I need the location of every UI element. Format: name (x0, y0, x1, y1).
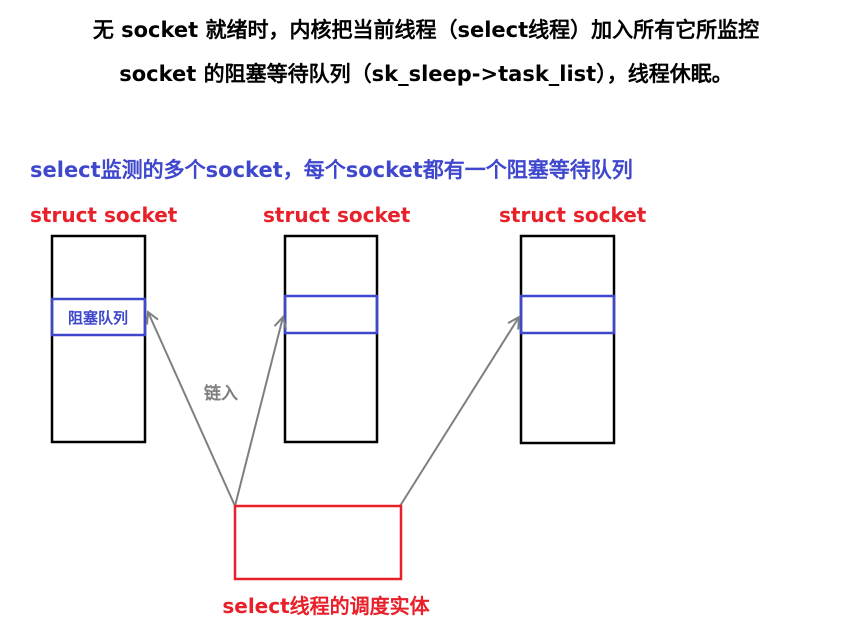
socket-3-label: struct socket (499, 203, 647, 227)
select-entity-label: select线程的调度实体 (222, 594, 430, 618)
arrow-to-socket-3 (399, 317, 519, 507)
socket-2-label: struct socket (263, 203, 411, 227)
socket-2: struct socket (263, 203, 411, 444)
link-label: 链入 (204, 383, 238, 404)
title-line-2: socket 的阻塞等待队列（sk_sleep->task_list），线程休眠… (119, 62, 732, 86)
arrow-to-socket-1 (148, 312, 236, 507)
socket-1-label: struct socket (30, 203, 178, 227)
socket-2-box (283, 234, 379, 444)
socket-1-queue-label: 阻塞队列 (68, 309, 128, 327)
socket-1: struct socket 阻塞队列 (30, 203, 178, 444)
subtitle: select监测的多个socket，每个socket都有一个阻塞等待队列 (30, 158, 633, 182)
socket-1-queue (50, 297, 147, 337)
title-line-1: 无 socket 就绪时，内核把当前线程（select线程）加入所有它所监控 (93, 18, 759, 42)
socket-1-box (50, 234, 147, 444)
socket-3: struct socket (499, 203, 647, 445)
socket-3-box (519, 234, 616, 445)
socket-2-queue (283, 294, 379, 335)
socket-3-queue (519, 294, 616, 335)
select-entity-box (233, 504, 403, 581)
arrow-to-socket-2 (234, 317, 283, 507)
